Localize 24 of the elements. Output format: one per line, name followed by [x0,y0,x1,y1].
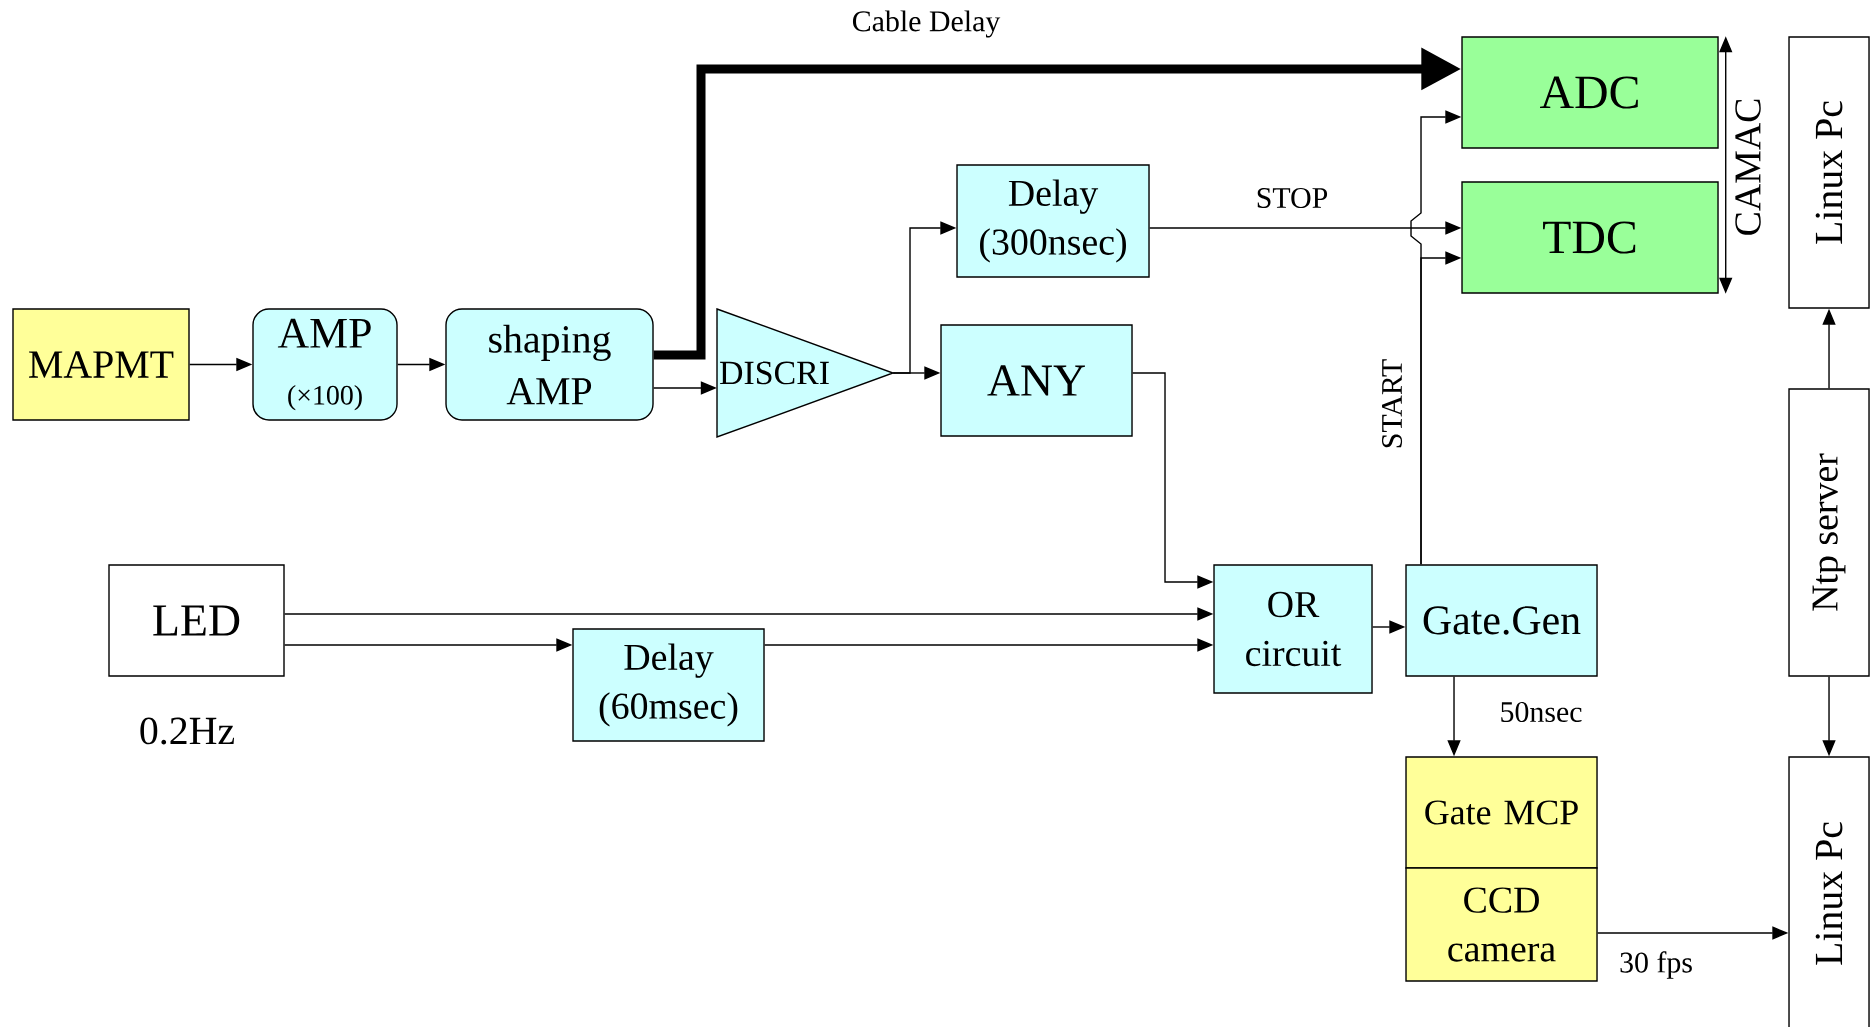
process-box: shaping AMP [445,308,654,421]
process-box: ADC [1461,36,1719,149]
frequency-label: 0.2Hz [140,717,235,745]
process-box: AMP (×100) [252,308,398,421]
process-box: Delay (300nsec) [956,164,1150,278]
edge-label: CAMAC [1735,99,1761,235]
amplifier-triangle: DISCRI [716,308,896,438]
edge-label: 50nsec [1501,701,1582,723]
process-box: CCD camera [1405,867,1598,982]
process-box: MAPMT [12,308,190,421]
process-box: ANY [940,324,1133,437]
process-box: Linux Pc [1788,36,1870,309]
process-box: Delay (60msec) [572,628,765,742]
edge-label: Cable Delay [852,10,1001,38]
process-box: Gate MCP [1405,756,1598,869]
edge-label: START [1381,359,1403,448]
process-box: LED [108,564,285,677]
edge-label: STOP [1257,187,1328,209]
edge-label: 30 fps [1620,951,1692,979]
process-box: Linux Pc [1788,756,1870,1027]
process-box: TDC [1461,181,1719,294]
process-box: Ntp server [1788,388,1870,677]
process-box: OR circuit [1213,564,1373,694]
process-box: Gate.Gen [1405,564,1598,677]
